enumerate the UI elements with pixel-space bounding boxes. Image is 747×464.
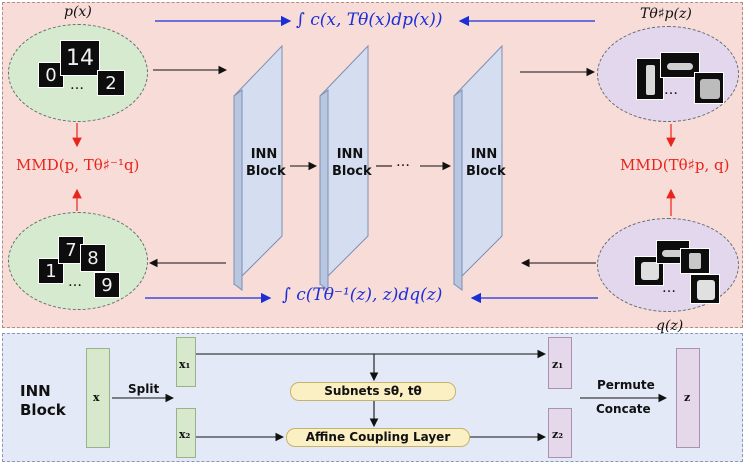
affine-coupling-layer-pill: Affine Coupling Layer [286, 428, 470, 447]
z1-label: z₁ [552, 358, 564, 371]
clothing-thumbnail [636, 58, 664, 100]
inn-block-label-3: INN Block [466, 147, 506, 179]
x2-label: x₂ [179, 428, 191, 441]
split-label: Split [128, 382, 160, 396]
inn-block-label-2: INN Block [332, 147, 372, 179]
data-distribution-label: p(x) [64, 4, 92, 20]
digit-thumbnail: 14 [60, 40, 100, 76]
x1-label: x₁ [179, 358, 191, 371]
digit-thumbnail: 1 [38, 258, 64, 284]
digit-thumbnail: 2 [97, 70, 125, 96]
output-z-label: z [684, 391, 691, 404]
ellipsis: … [68, 274, 82, 290]
input-x-box [86, 348, 110, 448]
pushforward-distribution-label: Tθ♯p(z) [640, 6, 692, 22]
mmd-right-label: MMD(Tθ♯p, q) [620, 156, 730, 174]
inn-block-label-1: INN Block [246, 147, 286, 179]
subnets-pill: Subnets sθ, tθ [290, 382, 456, 401]
permute-label: Permute [597, 378, 655, 392]
digit-thumbnail: 9 [94, 272, 120, 298]
clothing-thumbnail [690, 274, 720, 304]
digit-thumbnail: 8 [80, 244, 106, 272]
forward-transport-cost: ∫ c(x, Tθ(x)dp(x)) [296, 10, 443, 30]
concate-label: Concate [596, 402, 651, 416]
input-x-label: x [93, 391, 100, 404]
inn-block-slab-1 [233, 44, 283, 291]
z2-box [548, 408, 572, 458]
clothing-thumbnail [680, 248, 710, 274]
latent-distribution-label: q(z) [656, 318, 684, 334]
clothing-thumbnail [694, 72, 724, 104]
ellipsis: … [664, 82, 678, 98]
inverse-transport-cost: ∫ c(Tθ⁻¹(z), z)dq(z) [282, 285, 443, 305]
x1-box [176, 337, 196, 387]
mmd-left-label: MMD(p, Tθ♯⁻¹q) [16, 156, 140, 174]
output-z-box [676, 348, 700, 448]
ellipsis: … [662, 280, 676, 296]
z1-box [548, 337, 572, 389]
inn-block-title: INN Block [20, 382, 66, 419]
ellipsis: … [70, 77, 84, 93]
block-chain-ellipsis: … [396, 154, 410, 170]
inn-block-slab-3 [453, 44, 503, 291]
shoe-thumbnail [660, 52, 700, 78]
digit-thumbnail: 0 [38, 62, 64, 88]
clothing-thumbnail [634, 256, 664, 286]
z2-label: z₂ [552, 428, 564, 441]
x2-box [176, 408, 196, 458]
inn-block-slab-2 [319, 44, 369, 291]
